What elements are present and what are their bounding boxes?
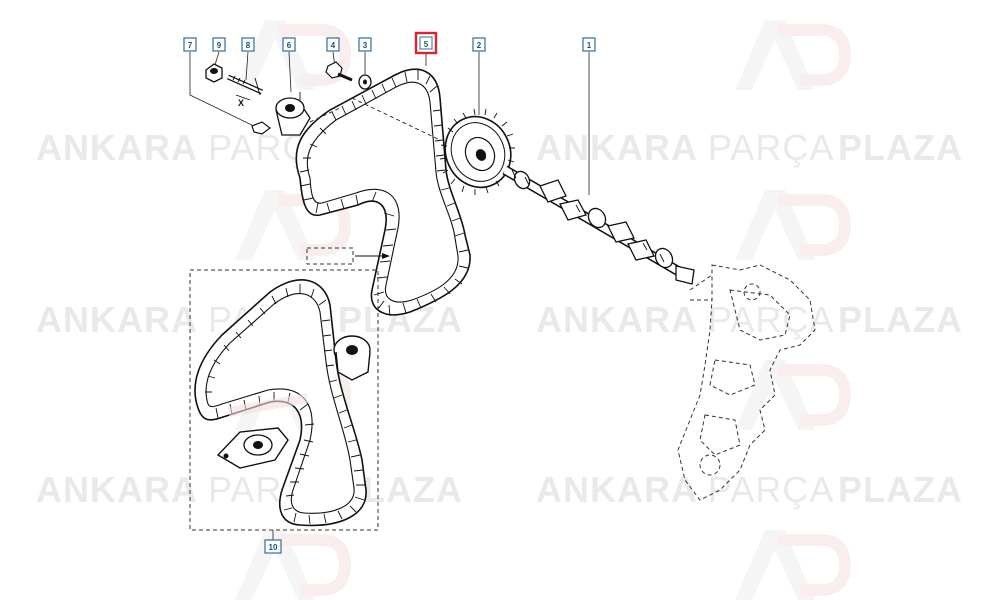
callout-5-label: 5	[424, 40, 429, 49]
watermark-brand-3: PLAZA	[838, 299, 963, 340]
watermark-logo	[735, 20, 852, 90]
callout-4-label: 4	[331, 41, 336, 50]
watermark-logo	[235, 530, 352, 600]
kit-idler-bracket	[216, 427, 289, 469]
watermark-brand-1: ANKARA	[536, 469, 698, 510]
callout-1-label: 1	[587, 41, 592, 50]
engine-block-outline	[677, 264, 816, 501]
assembly-axis-lines	[309, 97, 441, 141]
callout-6[interactable]: 6	[282, 37, 296, 52]
callout-6-label: 6	[287, 41, 292, 50]
callout-10-label: 10	[269, 543, 278, 552]
watermark-brand-3: PLAZA	[838, 127, 963, 168]
watermark-brand-2: PARÇA	[708, 299, 834, 340]
callout-7[interactable]: 7	[183, 37, 197, 52]
callout-9-label: 9	[217, 41, 222, 50]
watermark-brand-1: ANKARA	[36, 127, 198, 168]
timing-belt-upper	[295, 68, 471, 317]
callout-10[interactable]: 10	[264, 539, 282, 554]
bolt-part-4	[325, 61, 353, 82]
watermark-brand-3: PLAZA	[838, 469, 963, 510]
callout-2-label: 2	[477, 41, 482, 50]
callout-8-label: 8	[246, 41, 251, 50]
kit-reference-group	[189, 247, 390, 531]
kit-tensioner-pulley	[333, 335, 371, 381]
callout-5-selected[interactable]: 5	[414, 31, 438, 55]
watermark-brand-2: PARÇA	[708, 127, 834, 168]
callout-8[interactable]: 8	[241, 37, 255, 52]
watermark-brand-1: ANKARA	[36, 299, 198, 340]
watermark-brand-2: PARÇA	[708, 469, 834, 510]
leader-lines	[189, 51, 590, 540]
watermark-logo	[235, 20, 352, 90]
watermark-text-row: ANKARA PARÇA PLAZA	[536, 299, 963, 340]
tensioner-pulley-part-6	[275, 92, 311, 136]
watermark-text-row: ANKARA PARÇA PLAZA	[536, 469, 963, 510]
bolt-part-7	[251, 121, 271, 135]
callout-7-label: 7	[188, 41, 193, 50]
watermark-text-row: ANKARA PARÇA PLAZA	[36, 469, 462, 510]
callout-1[interactable]: 1	[582, 37, 596, 52]
stud-part-8: X	[226, 74, 264, 108]
watermark-brand-1: ANKARA	[36, 469, 198, 510]
watermark-brand-1: ANKARA	[536, 127, 698, 168]
camshaft-sprocket	[439, 108, 515, 195]
watermark-brand-1: ANKARA	[536, 299, 698, 340]
watermark-layer: ANKARA PARÇA PLAZA ANKARA PARÇA PLAZA AN…	[36, 20, 963, 600]
callout-3-label: 3	[363, 41, 368, 50]
watermark-logo	[735, 190, 852, 260]
nut-part-9	[205, 63, 223, 83]
camshaft	[502, 165, 695, 285]
watermark-logo	[735, 530, 852, 600]
callout-2[interactable]: 2	[472, 37, 486, 52]
callout-9[interactable]: 9	[212, 37, 226, 52]
watermark-text-row: ANKARA PARÇA PLAZA	[536, 127, 963, 168]
callouts: 7 9 8 6 4 3 5 2	[183, 31, 596, 554]
washer-part-3	[358, 74, 372, 90]
x-dimension-label: X	[238, 98, 244, 108]
watermark-logo	[735, 360, 852, 430]
callout-3[interactable]: 3	[358, 37, 372, 52]
callout-4[interactable]: 4	[326, 37, 340, 52]
